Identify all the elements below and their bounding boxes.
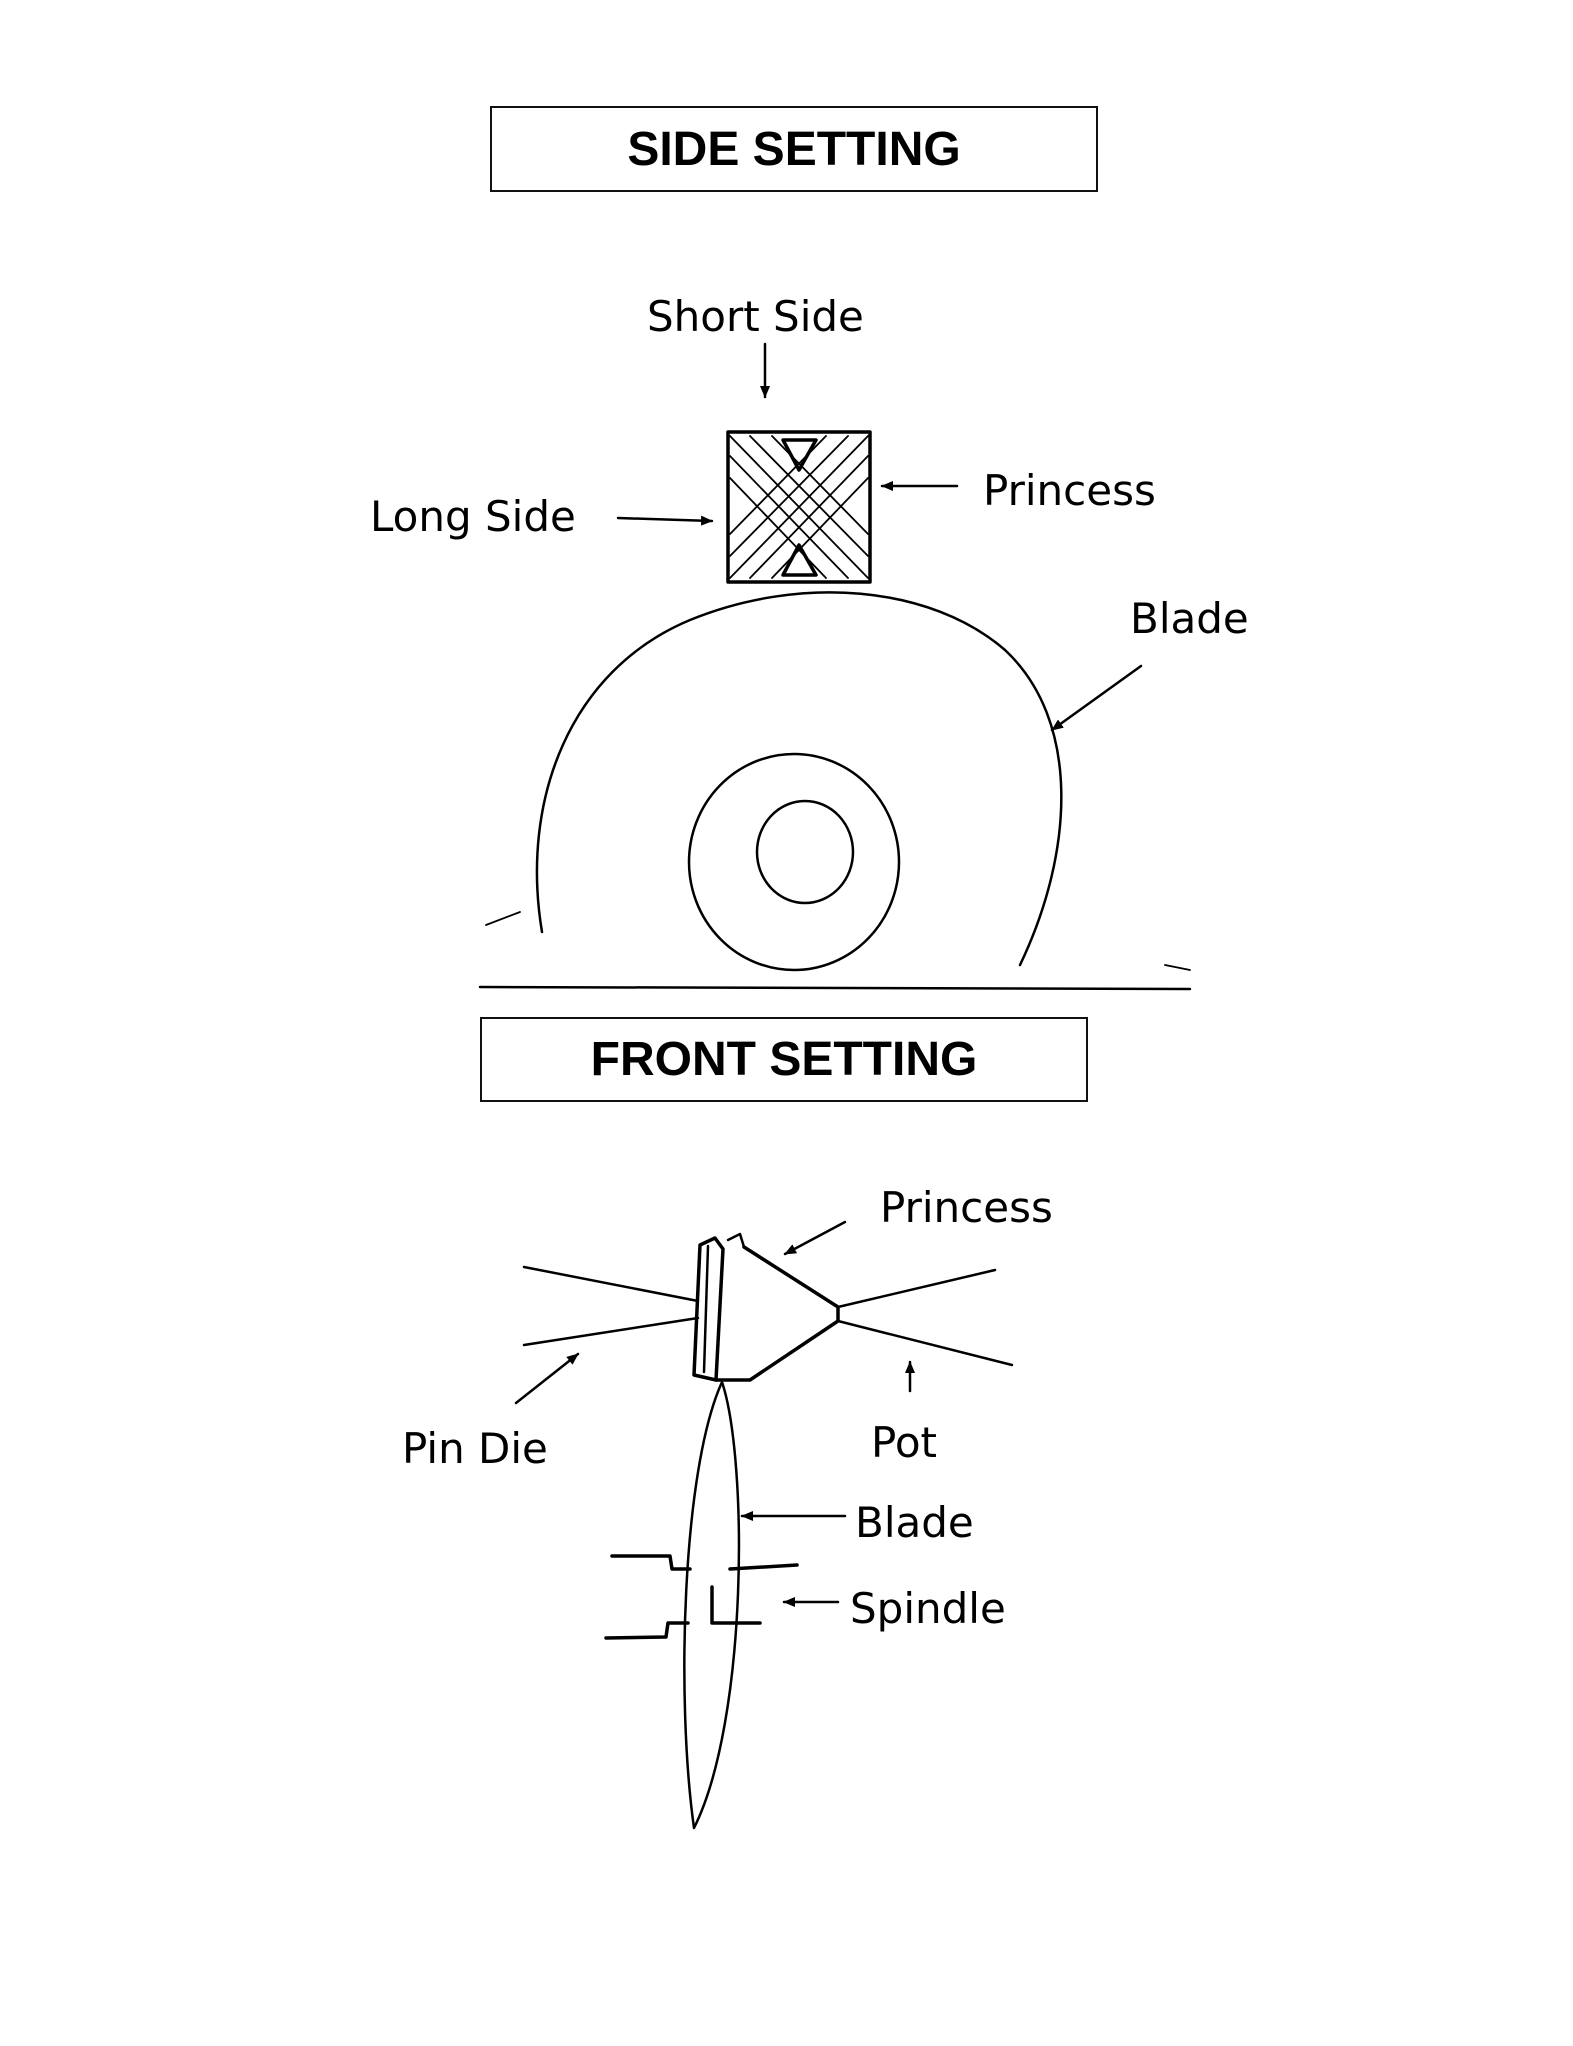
princess-crown-notch	[726, 1232, 746, 1249]
front-setting-drawing	[514, 1220, 1014, 1830]
side-setting-drawing	[478, 342, 1192, 991]
pin-die-arrow	[514, 1352, 580, 1405]
label-blade-side: Blade	[1130, 594, 1249, 643]
label-short-side: Short Side	[647, 292, 864, 341]
pot-upper-line	[836, 1268, 997, 1309]
blade-arrow	[1050, 664, 1143, 732]
ground-line	[478, 985, 1192, 991]
label-spindle: Spindle	[850, 1584, 1006, 1633]
long-side-arrow	[616, 515, 714, 526]
side-setting-title: SIDE SETTING	[490, 106, 1098, 192]
spindle-right-upper	[728, 1563, 799, 1571]
princess-facet-lines	[729, 435, 869, 579]
blade-front	[683, 1380, 741, 1830]
princess-front-arrow	[783, 1220, 847, 1256]
hub-inner-ring	[755, 799, 855, 905]
ground-sketch-mark	[485, 911, 521, 926]
label-princess-side: Princess	[983, 466, 1156, 515]
princess-table-edge	[702, 1244, 710, 1374]
blade-wheel	[535, 591, 1063, 967]
hub-outer-ring	[687, 752, 901, 972]
ground-sketch-mark	[1164, 964, 1191, 971]
princess-pavilion	[714, 1245, 840, 1382]
princess-facet-lines	[729, 435, 869, 579]
pot-lower-line	[836, 1319, 1014, 1367]
princess-outline	[726, 430, 872, 584]
princess-culet-top	[781, 438, 818, 472]
front-setting-title: FRONT SETTING	[480, 1017, 1088, 1102]
princess-culet-bottom	[781, 543, 818, 577]
label-princess-front: Princess	[880, 1183, 1053, 1232]
spindle-left-upper	[610, 1554, 692, 1571]
spindle	[604, 1554, 799, 1640]
pin-die-lower-line	[522, 1316, 700, 1347]
label-long-side: Long Side	[370, 492, 576, 541]
spindle-left-lower	[604, 1621, 690, 1640]
label-blade-front: Blade	[855, 1498, 974, 1547]
label-pin-die: Pin Die	[402, 1424, 548, 1473]
pin-die-upper-line	[522, 1265, 700, 1303]
princess-table	[692, 1236, 725, 1382]
princess-stone-front	[692, 1232, 840, 1382]
princess-stone-side	[726, 430, 872, 584]
spindle-right-lower	[710, 1585, 762, 1625]
princess-facet-lines	[729, 435, 869, 579]
label-pot: Pot	[871, 1418, 937, 1467]
